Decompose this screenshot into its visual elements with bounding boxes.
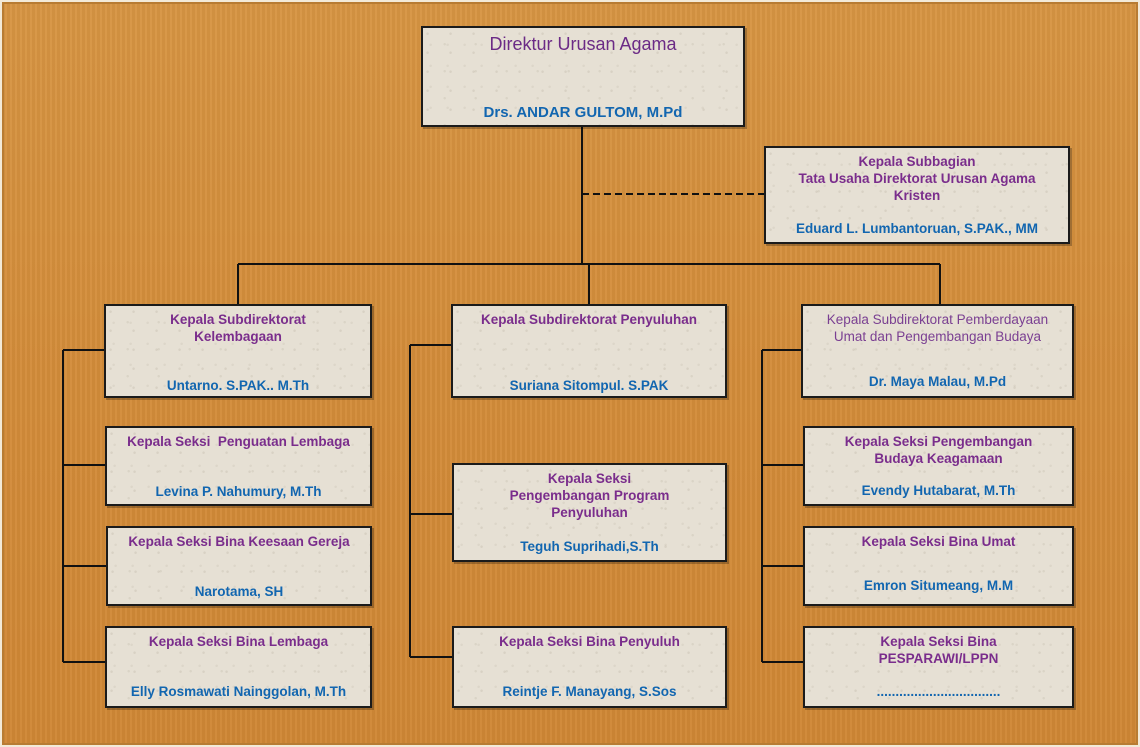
col2-s2-box: Kepala Seksi Bina Penyuluh Reintje F. Ma… <box>452 626 727 708</box>
col2-s2-name: Reintje F. Manayang, S.Sos <box>502 684 677 699</box>
col2-head-name: Suriana Sitompul. S.PAK <box>509 378 669 393</box>
col2-s1-title: Kepala Seksi Pengembangan Program Penyul… <box>509 471 670 520</box>
col3-s3-title: Kepala Seksi Bina PESPARAWI/LPPN <box>878 634 999 666</box>
col1-s1-box: Kepala Seksi Penguatan Lembaga Levina P.… <box>105 426 372 506</box>
col2-head-box: Kepala Subdirektorat Penyuluhan Suriana … <box>451 304 727 398</box>
col1-s3-box: Kepala Seksi Bina Lembaga Elly Rosmawati… <box>105 626 372 708</box>
subbagian-name: Eduard L. Lumbantoruan, S.PAK., MM <box>796 221 1038 236</box>
director-name: Drs. ANDAR GULTOM, M.Pd <box>483 104 683 121</box>
col3-s3-box: Kepala Seksi Bina PESPARAWI/LPPN .......… <box>803 626 1074 708</box>
col3-s1-name: Evendy Hutabarat, M.Th <box>861 483 1016 498</box>
col1-head-title: Kepala Subdirektorat Kelembagaan <box>170 312 306 344</box>
col1-s2-name: Narotama, SH <box>194 584 284 599</box>
col3-head-title: Kepala Subdirektorat Pemberdayaan Umat d… <box>826 312 1049 344</box>
col1-head-box: Kepala Subdirektorat Kelembagaan Untarno… <box>104 304 372 398</box>
col3-head-name: Dr. Maya Malau, M.Pd <box>868 374 1007 389</box>
subbagian-box: Kepala Subbagian Tata Usaha Direktorat U… <box>764 146 1070 244</box>
subbagian-title: Kepala Subbagian Tata Usaha Direktorat U… <box>798 154 1036 203</box>
director-box: Direktur Urusan Agama Drs. ANDAR GULTOM,… <box>421 26 745 127</box>
director-title: Direktur Urusan Agama <box>489 34 677 54</box>
col3-s2-box: Kepala Seksi Bina Umat Emron Situmeang, … <box>803 526 1074 606</box>
col2-s1-box: Kepala Seksi Pengembangan Program Penyul… <box>452 463 727 562</box>
col1-s3-name: Elly Rosmawati Nainggolan, M.Th <box>130 684 347 699</box>
col1-s2-box: Kepala Seksi Bina Keesaan Gereja Narotam… <box>106 526 372 606</box>
col1-s1-title: Kepala Seksi Penguatan Lembaga <box>127 434 350 449</box>
col3-s1-title: Kepala Seksi Pengembangan Budaya Keagama… <box>844 434 1033 466</box>
col3-s2-name: Emron Situmeang, M.M <box>863 578 1014 593</box>
col3-head-box: Kepala Subdirektorat Pemberdayaan Umat d… <box>801 304 1074 398</box>
col3-s1-box: Kepala Seksi Pengembangan Budaya Keagama… <box>803 426 1074 506</box>
col2-head-title: Kepala Subdirektorat Penyuluhan <box>480 312 698 327</box>
col1-head-name: Untarno. S.PAK.. M.Th <box>166 378 310 393</box>
col3-s2-title: Kepala Seksi Bina Umat <box>861 534 1016 549</box>
col1-s1-name: Levina P. Nahumury, M.Th <box>155 484 322 499</box>
col3-s3-name: ................................. <box>876 684 1001 699</box>
col1-s3-title: Kepala Seksi Bina Lembaga <box>148 634 329 649</box>
col1-s2-title: Kepala Seksi Bina Keesaan Gereja <box>128 534 350 549</box>
col2-s1-name: Teguh Suprihadi,S.Th <box>520 539 659 554</box>
col2-s2-title: Kepala Seksi Bina Penyuluh <box>499 634 680 649</box>
